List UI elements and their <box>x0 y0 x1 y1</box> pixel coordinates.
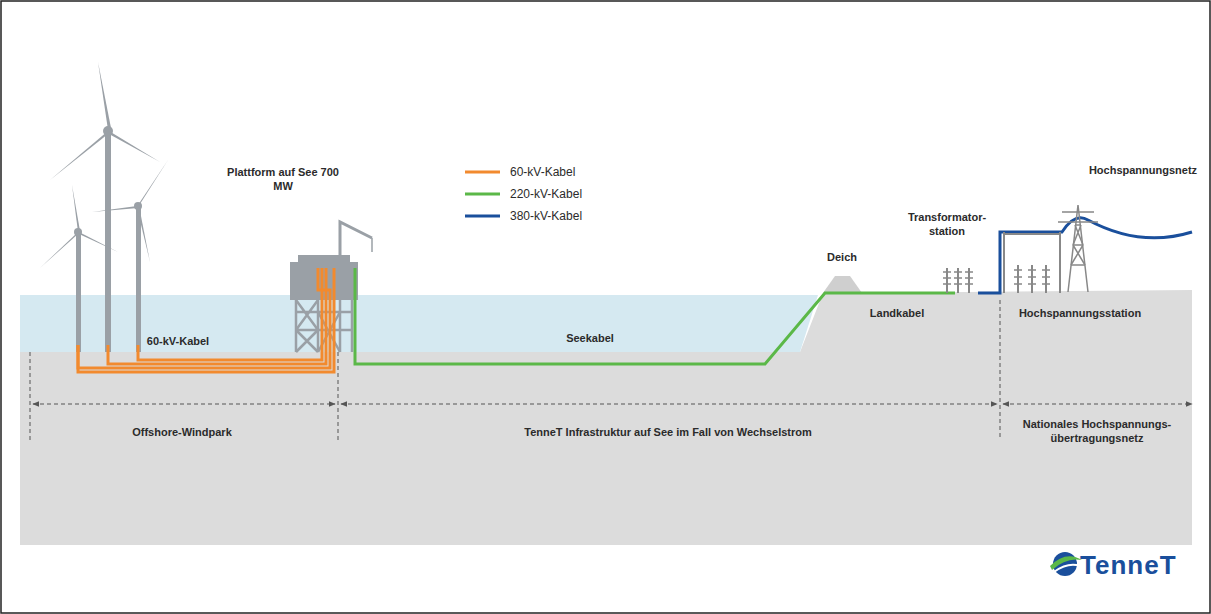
cable-label: Landkabel <box>857 306 937 320</box>
logo-text: TenneT <box>1080 550 1210 580</box>
grid-label: Hochspannungsnetz <box>1078 163 1208 177</box>
station-label: Hochspannungsstation <box>1005 306 1155 320</box>
section-label: Offshore-Windpark <box>107 425 257 439</box>
platform-label: Plattform auf See 700 MW <box>223 165 343 193</box>
legend-text: 380-kV-Kabel <box>510 209 582 223</box>
section-label: TenneT Infrastruktur auf See im Fall von… <box>468 425 868 439</box>
cable-label: Seekabel <box>550 331 630 345</box>
dike-label: Deich <box>812 250 872 264</box>
cable-label: 60-kV-Kabel <box>128 334 228 348</box>
legend-text: 60-kV-Kabel <box>510 165 575 179</box>
legend-text: 220-kV-Kabel <box>510 187 582 201</box>
section-label: Nationales Hochspannungs- übertragungsne… <box>1022 417 1172 445</box>
station-label: Transformator- station <box>902 210 992 238</box>
